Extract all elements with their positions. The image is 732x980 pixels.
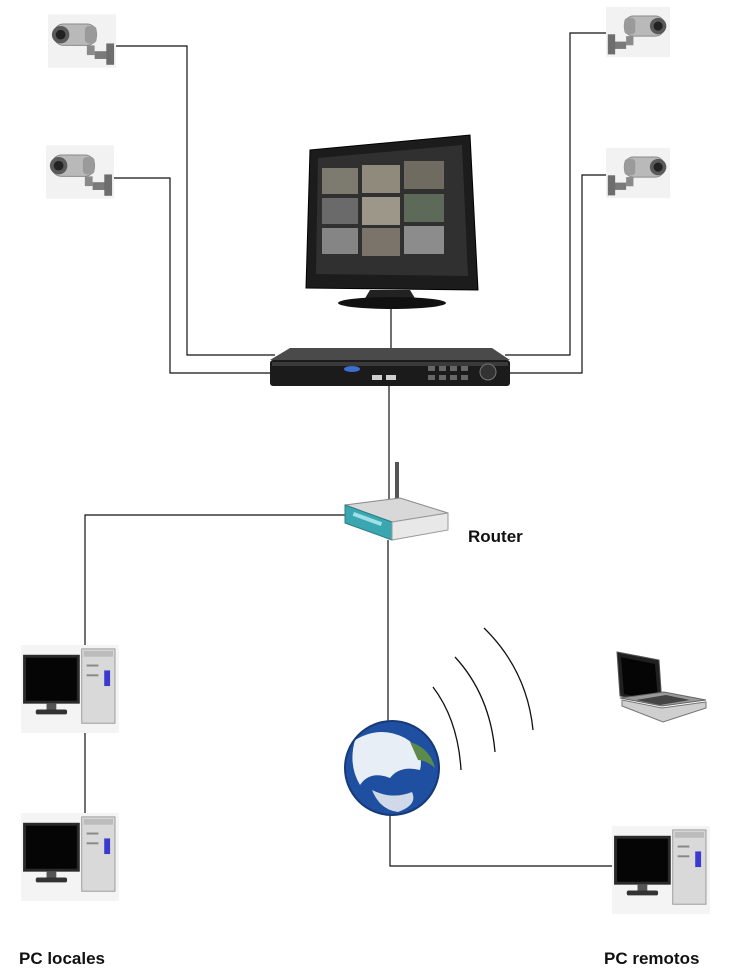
laptop-icon: [616, 651, 707, 723]
wireless-router-icon: [344, 462, 449, 541]
camera-4: [606, 147, 670, 199]
wire-router-local-pcs: [84, 514, 345, 818]
wire-camera-3: [505, 32, 610, 356]
wifi-waves-icon: [432, 627, 534, 771]
camera-1: [48, 14, 116, 68]
wire-camera-2: [110, 177, 275, 374]
dvr-recorder-icon: [270, 348, 510, 386]
local-pcs-label: PC locales: [19, 949, 105, 968]
router-label: Router: [468, 527, 523, 546]
local-pc-2: [20, 813, 120, 901]
remote-pc: [611, 826, 711, 914]
remote-pcs-label: PC remotos: [604, 949, 699, 968]
camera-3: [606, 6, 670, 58]
local-pc-1: [20, 645, 120, 733]
cctv-monitor-icon: [305, 134, 479, 309]
wire-camera-1: [110, 45, 275, 356]
camera-2: [46, 145, 114, 199]
globe-icon: [344, 720, 440, 816]
wire-internet-remote-pc: [389, 810, 612, 867]
wire-camera-4: [505, 174, 610, 374]
connection-lines: [84, 32, 612, 867]
